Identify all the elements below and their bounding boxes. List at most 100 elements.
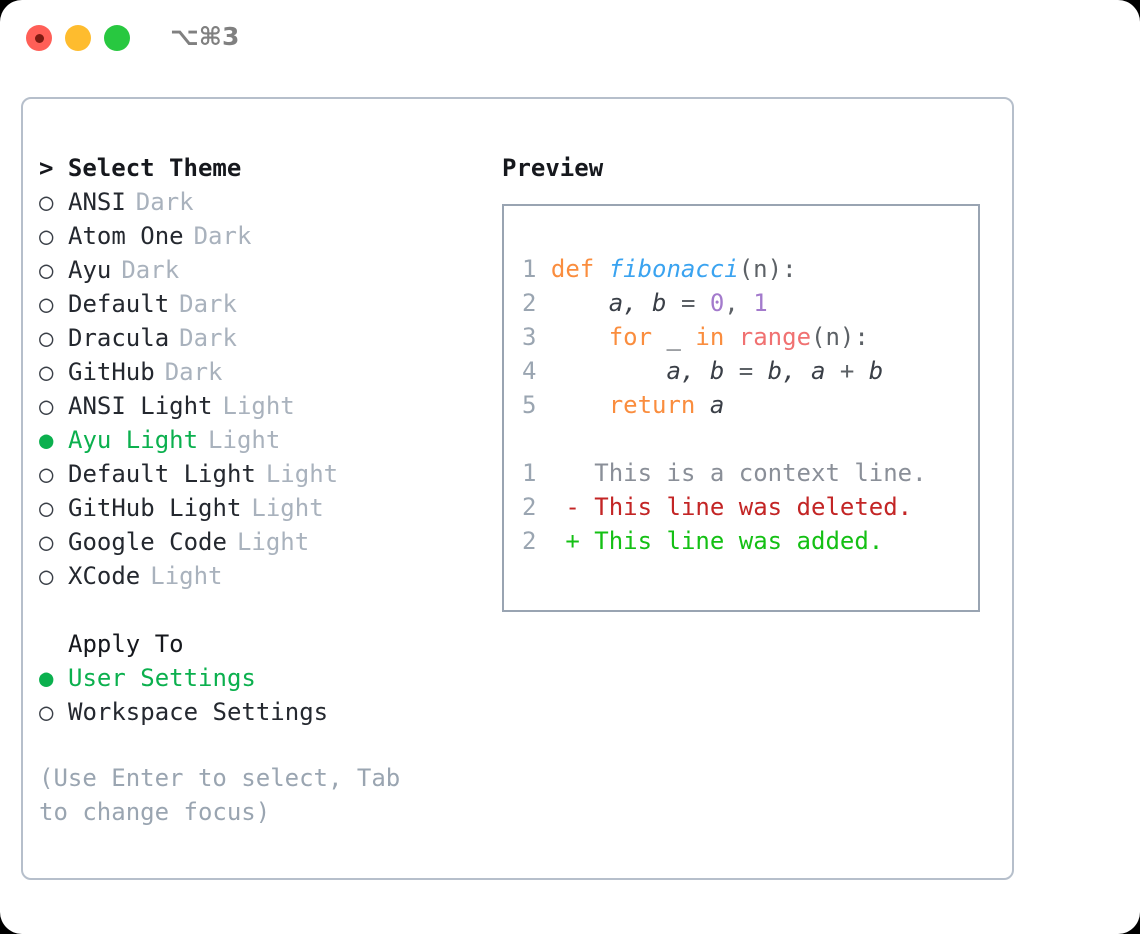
code-token: b, a: [767, 357, 840, 385]
theme-option[interactable]: ○ Google Code Light: [39, 525, 489, 559]
theme-option-label: GitHub: [68, 358, 155, 386]
code-line: 3 for _ in range(n):: [522, 320, 927, 354]
apply-to-heading: Apply To: [68, 630, 184, 658]
theme-option-tag: Dark: [121, 256, 180, 284]
apply-to-option-list[interactable]: ●User Settings○Workspace Settings: [39, 661, 489, 729]
close-button[interactable]: [26, 25, 52, 51]
preview-heading: Preview: [502, 154, 604, 182]
code-token: b: [868, 357, 884, 385]
theme-option[interactable]: ○ ANSI Dark: [39, 185, 489, 219]
theme-option-tag: Dark: [164, 358, 223, 386]
code-token: =: [738, 357, 768, 385]
radio-unselected-icon: ○: [39, 392, 54, 420]
code-line-number: 4: [522, 357, 537, 385]
theme-option-tag: Light: [251, 494, 324, 522]
minimize-button[interactable]: [65, 25, 91, 51]
zoom-button[interactable]: [104, 25, 130, 51]
close-dot-icon: [34, 33, 44, 43]
diff-line-number: 2: [522, 493, 537, 521]
code-token: range: [738, 323, 812, 351]
theme-option-label: Google Code: [68, 528, 227, 556]
theme-option-tag: Light: [236, 528, 310, 556]
code-line: 2 a, b = 0, 1: [522, 286, 927, 320]
theme-option-label: Ayu: [68, 256, 112, 284]
apply-to-option[interactable]: ○Workspace Settings: [39, 695, 489, 729]
code-line: 5 return a: [522, 388, 927, 422]
code-line-number: 5: [522, 391, 537, 419]
code-token: +: [839, 357, 869, 385]
diff-line-number: 2: [522, 527, 537, 555]
code-token: 1: [753, 289, 768, 317]
radio-unselected-icon: ○: [39, 188, 54, 216]
theme-option-tag: Dark: [193, 222, 252, 250]
radio-unselected-icon: ○: [39, 460, 54, 488]
code-token: [551, 323, 609, 351]
code-line: 1 def fibonacci(n):: [522, 252, 927, 286]
theme-option-tag: Dark: [179, 324, 237, 352]
theme-option-label: Atom One: [68, 222, 184, 250]
theme-option-label: GitHub Light: [68, 494, 242, 522]
radio-selected-icon: ●: [39, 664, 54, 692]
spacer: [39, 593, 489, 627]
window-controls: [26, 25, 130, 51]
code-token: _: [652, 323, 696, 351]
theme-option[interactable]: ● Ayu Light Light: [39, 423, 489, 457]
radio-unselected-icon: ○: [39, 358, 54, 386]
radio-selected-icon: ●: [39, 426, 54, 454]
theme-option-tag: Light: [208, 426, 281, 454]
code-token: (n):: [811, 323, 869, 351]
theme-option[interactable]: ○ GitHub Light Light: [39, 491, 489, 525]
theme-option[interactable]: ○ Atom One Dark: [39, 219, 489, 253]
diff-line: 2 - This line was deleted.: [522, 490, 927, 524]
diff-sign: [565, 459, 594, 487]
radio-unselected-icon: ○: [39, 222, 54, 250]
code-token: a, b: [550, 289, 681, 317]
preview-column: Preview 1 def fibonacci(n):2 a, b = 0, 1…: [502, 151, 980, 612]
theme-option[interactable]: ○ ANSI Light Light: [39, 389, 489, 423]
title-bar: ⌥⌘3: [0, 0, 1140, 76]
keyboard-hint-text: (Use Enter to select, Tab to change focu…: [39, 764, 401, 826]
code-token: 0: [709, 289, 725, 317]
theme-option-tag: Dark: [135, 188, 194, 216]
apply-to-option-label: Workspace Settings: [68, 698, 329, 726]
diff-sign: -: [565, 493, 595, 521]
theme-option[interactable]: ○ Default Dark: [39, 287, 489, 321]
theme-option-tag: Dark: [179, 290, 237, 318]
code-token: [724, 323, 738, 351]
code-token: return: [608, 391, 696, 419]
theme-option-tag: Light: [265, 460, 339, 488]
diff-text: This line was added.: [594, 527, 884, 555]
theme-option[interactable]: ○ Default Light Light: [39, 457, 489, 491]
code-token: a, b: [550, 357, 739, 385]
theme-option-label: Ayu Light: [68, 426, 199, 454]
diff-line-number: 1: [522, 459, 537, 487]
code-line-number: 3: [522, 323, 537, 351]
theme-option[interactable]: ○ GitHub Dark: [39, 355, 489, 389]
theme-option-label: ANSI: [68, 188, 126, 216]
radio-unselected-icon: ○: [39, 494, 54, 522]
code-token: [551, 391, 609, 419]
diff-line: 2 + This line was added.: [522, 524, 927, 558]
apply-to-option[interactable]: ●User Settings: [39, 661, 489, 695]
theme-option-tag: Light: [222, 392, 295, 420]
radio-unselected-icon: ○: [39, 528, 54, 556]
theme-option-label: Default: [68, 290, 170, 318]
theme-option-label: ANSI Light: [68, 392, 213, 420]
code-token: in: [695, 323, 725, 351]
radio-unselected-icon: ○: [39, 290, 54, 318]
theme-option-label: Default Light: [68, 460, 256, 488]
code-line: 4 a, b = b, a + b: [522, 354, 927, 388]
code-token: [695, 391, 709, 419]
code-token: =: [680, 289, 710, 317]
theme-option-label: Dracula: [68, 324, 170, 352]
code-token: ,: [724, 289, 754, 317]
